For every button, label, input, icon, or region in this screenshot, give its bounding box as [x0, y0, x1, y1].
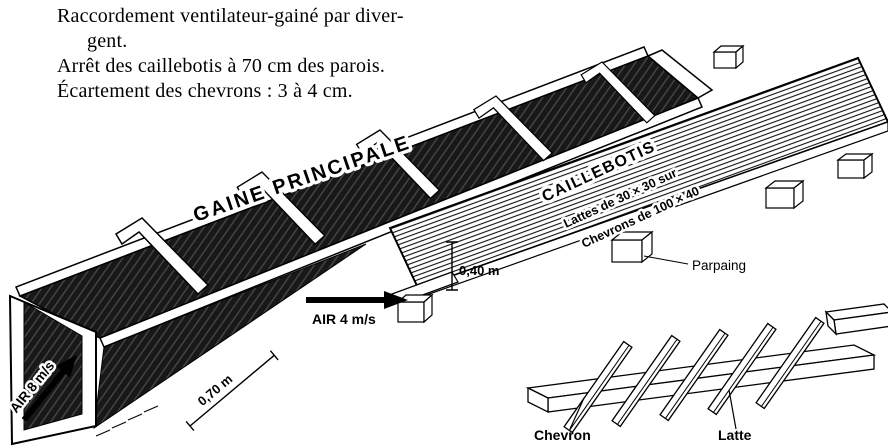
parpaing-blocks	[396, 152, 874, 324]
baffle-plate	[580, 61, 656, 124]
latte-slat	[707, 322, 777, 416]
caption-line-1: Raccordement ventilateur-gainé par diver…	[57, 5, 404, 27]
slatted-floor	[388, 56, 888, 324]
floor-slat-lines	[388, 56, 888, 290]
latte-slat	[611, 334, 681, 428]
duct-near-wall-face	[93, 243, 367, 430]
height-dimension-label: 0,40 m	[459, 263, 499, 278]
latte-slats	[563, 316, 825, 434]
latte-slat	[755, 316, 825, 410]
air-8ms-arrow-icon	[21, 354, 77, 422]
caption-line-4: Écartement des chevrons : 3 à 4 cm.	[57, 80, 353, 102]
latte-label: Latte	[718, 427, 752, 443]
duct-end-block	[712, 44, 745, 70]
duct-end-cap	[646, 49, 714, 99]
latte-leader-line	[728, 389, 737, 430]
latte-slat	[659, 328, 729, 422]
air-4ms-label: AIR 4 m/s	[312, 311, 376, 327]
baffle-plates	[114, 61, 656, 296]
latte-slat	[563, 340, 633, 434]
chevron-beam-far	[824, 303, 888, 336]
chevron-leader-line	[569, 397, 585, 430]
air-4ms-arrow-icon	[306, 291, 408, 309]
parpaing-block	[764, 179, 805, 210]
parpaing-block	[836, 152, 874, 180]
duct-near-wall-top	[98, 97, 704, 348]
parpaing-leader-line	[643, 255, 689, 265]
gap-dimension-label: 0,70 m	[195, 371, 236, 409]
caption-line-2: gent.	[87, 30, 128, 52]
caption-text-block: Raccordement ventilateur-gainé par diver…	[57, 4, 404, 104]
parpaing-block	[610, 230, 654, 264]
caption-line-3: Arrêt des caillebotis à 70 cm des parois…	[57, 55, 386, 77]
chevron-label: Chevron	[534, 427, 591, 443]
baffle-plate	[355, 129, 441, 200]
detail-inset: Chevron Latte	[525, 303, 888, 443]
baffle-plate	[114, 217, 210, 296]
ground-shadow-strokes	[95, 405, 159, 437]
parpaing-label: Parpaing	[692, 258, 746, 273]
chevron-beam	[525, 344, 877, 414]
parpaing-block	[396, 293, 434, 324]
height-dimension: 0,40 m	[446, 241, 499, 291]
main-duct	[8, 44, 745, 446]
baffle-plate	[236, 171, 326, 246]
baffle-plate	[473, 95, 554, 162]
